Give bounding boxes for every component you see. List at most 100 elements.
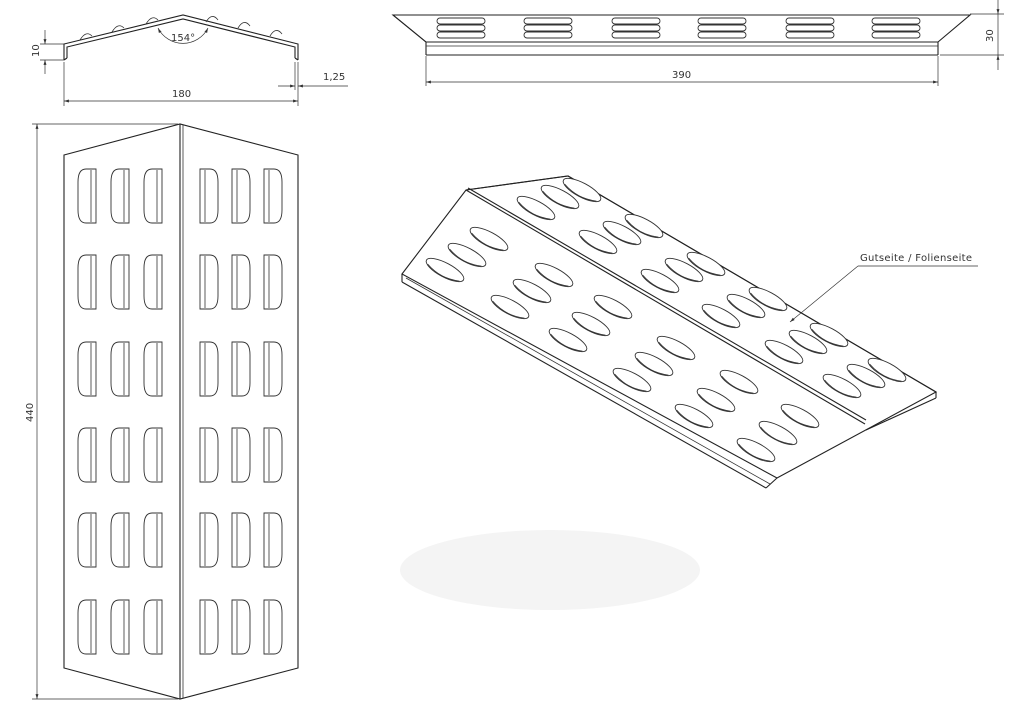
louver-slot-icon bbox=[143, 599, 163, 655]
iso-louver-slot-icon bbox=[640, 268, 680, 294]
iso-louver-slot-icon bbox=[701, 303, 741, 329]
angle-label: 154° bbox=[171, 33, 195, 44]
iso-louver-slot-icon bbox=[696, 387, 736, 413]
louver-slot-icon bbox=[231, 341, 251, 397]
iso-louver-slot-icon bbox=[624, 213, 664, 239]
louver-slot-icon bbox=[263, 341, 283, 397]
good-side-annotation: Gutseite / Folienseite bbox=[860, 253, 972, 264]
iso-louver-slot-icon bbox=[809, 322, 849, 348]
iso-louver-slot-icon bbox=[571, 311, 611, 337]
isometric-view: Gutseite / Folienseite bbox=[400, 175, 978, 610]
iso-louver-slot-icon bbox=[726, 293, 766, 319]
iso-louver-slot-icon bbox=[562, 177, 602, 203]
iso-louver-slot-icon bbox=[540, 184, 580, 210]
louver-slot-icon bbox=[77, 427, 97, 483]
louver-slot-icon bbox=[199, 599, 219, 655]
louver-slot-icon bbox=[77, 599, 97, 655]
louver-slot-icon bbox=[77, 341, 97, 397]
height-30-label: 30 bbox=[985, 29, 996, 42]
side-louver-slot-icon bbox=[697, 24, 747, 32]
side-louver-slot-icon bbox=[436, 24, 486, 32]
iso-louver-slot-icon bbox=[748, 286, 788, 312]
iso-louver-slot-icon bbox=[634, 351, 674, 377]
side-louver-slot-icon bbox=[871, 31, 921, 39]
iso-louver-slot-icon bbox=[578, 229, 618, 255]
side-louver-slot-icon bbox=[523, 24, 573, 32]
iso-louver-slot-icon bbox=[548, 327, 588, 353]
iso-louver-slot-icon bbox=[664, 257, 704, 283]
side-louver-slot-icon bbox=[611, 24, 661, 32]
front-profile-view: 154° 10 180 1,25 bbox=[31, 14, 348, 106]
louver-slot-icon bbox=[199, 427, 219, 483]
iso-louver-slot-icon bbox=[534, 262, 574, 288]
louver-slot-icon bbox=[110, 168, 130, 224]
side-louver-slot-icon bbox=[785, 31, 835, 39]
side-louver-slot-icon bbox=[697, 17, 747, 25]
iso-louver-slot-icon bbox=[425, 257, 465, 283]
louver-slot-icon bbox=[77, 512, 97, 568]
side-louver-slot-icon bbox=[523, 17, 573, 25]
louver-slot-icon bbox=[143, 341, 163, 397]
iso-louver-slot-icon bbox=[736, 437, 776, 463]
width-180-label: 180 bbox=[172, 89, 191, 100]
side-louver-group bbox=[436, 17, 921, 39]
louver-slot-icon bbox=[231, 168, 251, 224]
length-440-label: 440 bbox=[25, 403, 36, 422]
iso-louver-slot-icon bbox=[780, 403, 820, 429]
louver-slot-icon bbox=[110, 254, 130, 310]
side-louver-slot-icon bbox=[697, 31, 747, 39]
louver-slot-icon bbox=[199, 512, 219, 568]
iso-louver-slot-icon bbox=[719, 369, 759, 395]
louver-slot-icon bbox=[143, 427, 163, 483]
iso-louver-slot-icon bbox=[593, 294, 633, 320]
louver-slot-icon bbox=[77, 168, 97, 224]
louver-slot-icon bbox=[110, 341, 130, 397]
louver-slot-icon bbox=[263, 254, 283, 310]
louver-slot-icon bbox=[77, 254, 97, 310]
watermark bbox=[400, 530, 700, 610]
side-louver-slot-icon bbox=[785, 24, 835, 32]
iso-louver-slot-icon bbox=[490, 294, 530, 320]
iso-louver-slot-icon bbox=[846, 363, 886, 389]
louver-slot-icon bbox=[231, 427, 251, 483]
iso-louver-slot-icon bbox=[674, 403, 714, 429]
louver-slot-icon bbox=[143, 254, 163, 310]
louver-slot-icon bbox=[263, 168, 283, 224]
iso-louver-slot-icon bbox=[516, 195, 556, 221]
iso-louver-slot-icon bbox=[764, 339, 804, 365]
side-louver-slot-icon bbox=[611, 31, 661, 39]
length-390-label: 390 bbox=[672, 70, 691, 81]
louver-slot-icon bbox=[231, 599, 251, 655]
side-louver-slot-icon bbox=[436, 17, 486, 25]
louver-slot-icon bbox=[110, 512, 130, 568]
iso-louver-slot-icon bbox=[469, 226, 509, 252]
louver-slot-icon bbox=[143, 168, 163, 224]
louver-slot-icon bbox=[263, 599, 283, 655]
iso-louver-slot-icon bbox=[822, 373, 862, 399]
louver-slot-icon bbox=[199, 254, 219, 310]
side-louver-slot-icon bbox=[436, 31, 486, 39]
iso-louver-slot-icon bbox=[788, 329, 828, 355]
louver-slot-icon bbox=[143, 512, 163, 568]
height-10-label: 10 bbox=[31, 44, 42, 57]
iso-louver-slot-icon bbox=[602, 220, 642, 246]
louver-slot-icon bbox=[199, 341, 219, 397]
side-louver-slot-icon bbox=[871, 17, 921, 25]
iso-louver-slot-icon bbox=[512, 278, 552, 304]
louver-slot-icon bbox=[263, 427, 283, 483]
iso-louver-slot-icon bbox=[867, 357, 907, 383]
side-view: 390 30 bbox=[391, 0, 1004, 86]
side-louver-slot-icon bbox=[785, 17, 835, 25]
side-louver-slot-icon bbox=[611, 17, 661, 25]
louver-slot-icon bbox=[110, 427, 130, 483]
iso-slot-group bbox=[400, 177, 907, 610]
iso-louver-slot-icon bbox=[758, 420, 798, 446]
side-louver-slot-icon bbox=[871, 24, 921, 32]
iso-louver-slot-icon bbox=[447, 242, 487, 268]
iso-louver-slot-icon bbox=[612, 367, 652, 393]
louver-slot-icon bbox=[231, 512, 251, 568]
louver-slot-icon bbox=[263, 512, 283, 568]
iso-louver-slot-icon bbox=[686, 251, 726, 277]
thickness-label: 1,25 bbox=[323, 72, 345, 83]
